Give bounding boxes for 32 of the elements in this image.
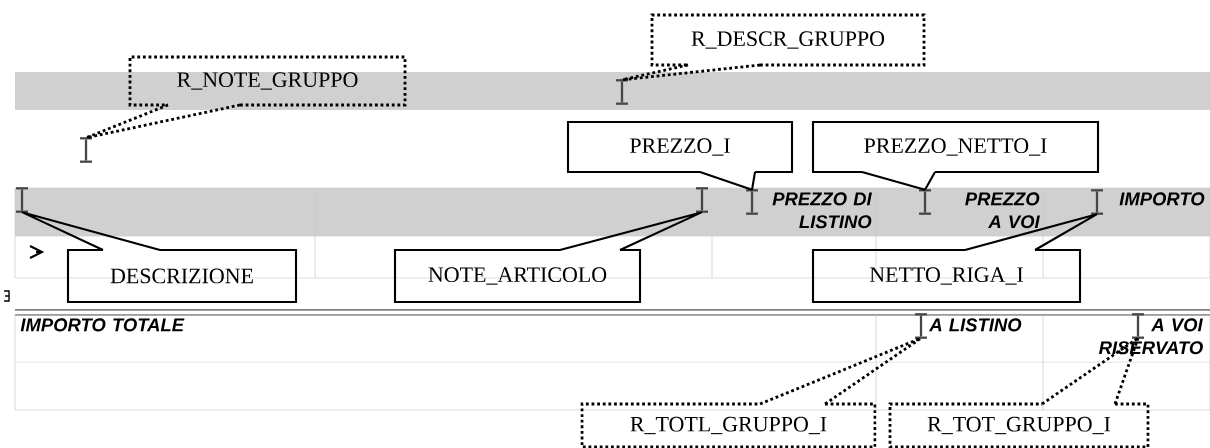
cursor-icon	[80, 137, 92, 163]
callout-pointer	[20, 211, 162, 252]
cursor-icon	[616, 79, 628, 105]
callout-box: DESCRIZIONE	[66, 248, 298, 304]
cursor-icon	[746, 189, 758, 215]
column-header: IMPORTO	[1119, 192, 1205, 206]
cursor-icon	[1132, 313, 1144, 339]
callout-box: PREZZO_NETTO_I	[811, 120, 1100, 174]
column-header: A LISTINO	[928, 318, 1022, 332]
dotted-callout: R_DESCR_GRUPPO	[650, 13, 926, 67]
dotted-callout: R_TOTL_GRUPPO_I	[580, 402, 877, 448]
column-header: IMPORTO TOTALE	[20, 318, 185, 332]
callout-pointer	[698, 170, 757, 191]
cursor-icon	[1091, 189, 1103, 215]
callout-pointer	[758, 336, 923, 406]
dotted-callout: R_NOTE_GRUPPO	[128, 55, 407, 107]
cursor-icon	[696, 187, 708, 213]
dotted-callout: R_TOT_GRUPPO_I	[888, 402, 1150, 448]
callout-pointer	[860, 170, 937, 191]
cursor-icon	[915, 313, 927, 339]
callout-box: NOTE_ARTICOLO	[393, 248, 642, 304]
cursor-icon	[16, 187, 28, 213]
cursor-icon	[919, 189, 931, 215]
callout-pointer	[558, 211, 704, 252]
callout-pointer	[1040, 336, 1140, 406]
callout-pointer	[620, 63, 762, 82]
callout-box: NETTO_RIGA_I	[811, 248, 1082, 304]
callout-pointer	[84, 103, 242, 140]
column-header: PREZZO DI LISTINO	[772, 192, 872, 229]
callout-box: PREZZO_I	[566, 120, 794, 174]
callout-pointer	[963, 213, 1099, 252]
column-header: PREZZO A VOI	[965, 192, 1040, 229]
